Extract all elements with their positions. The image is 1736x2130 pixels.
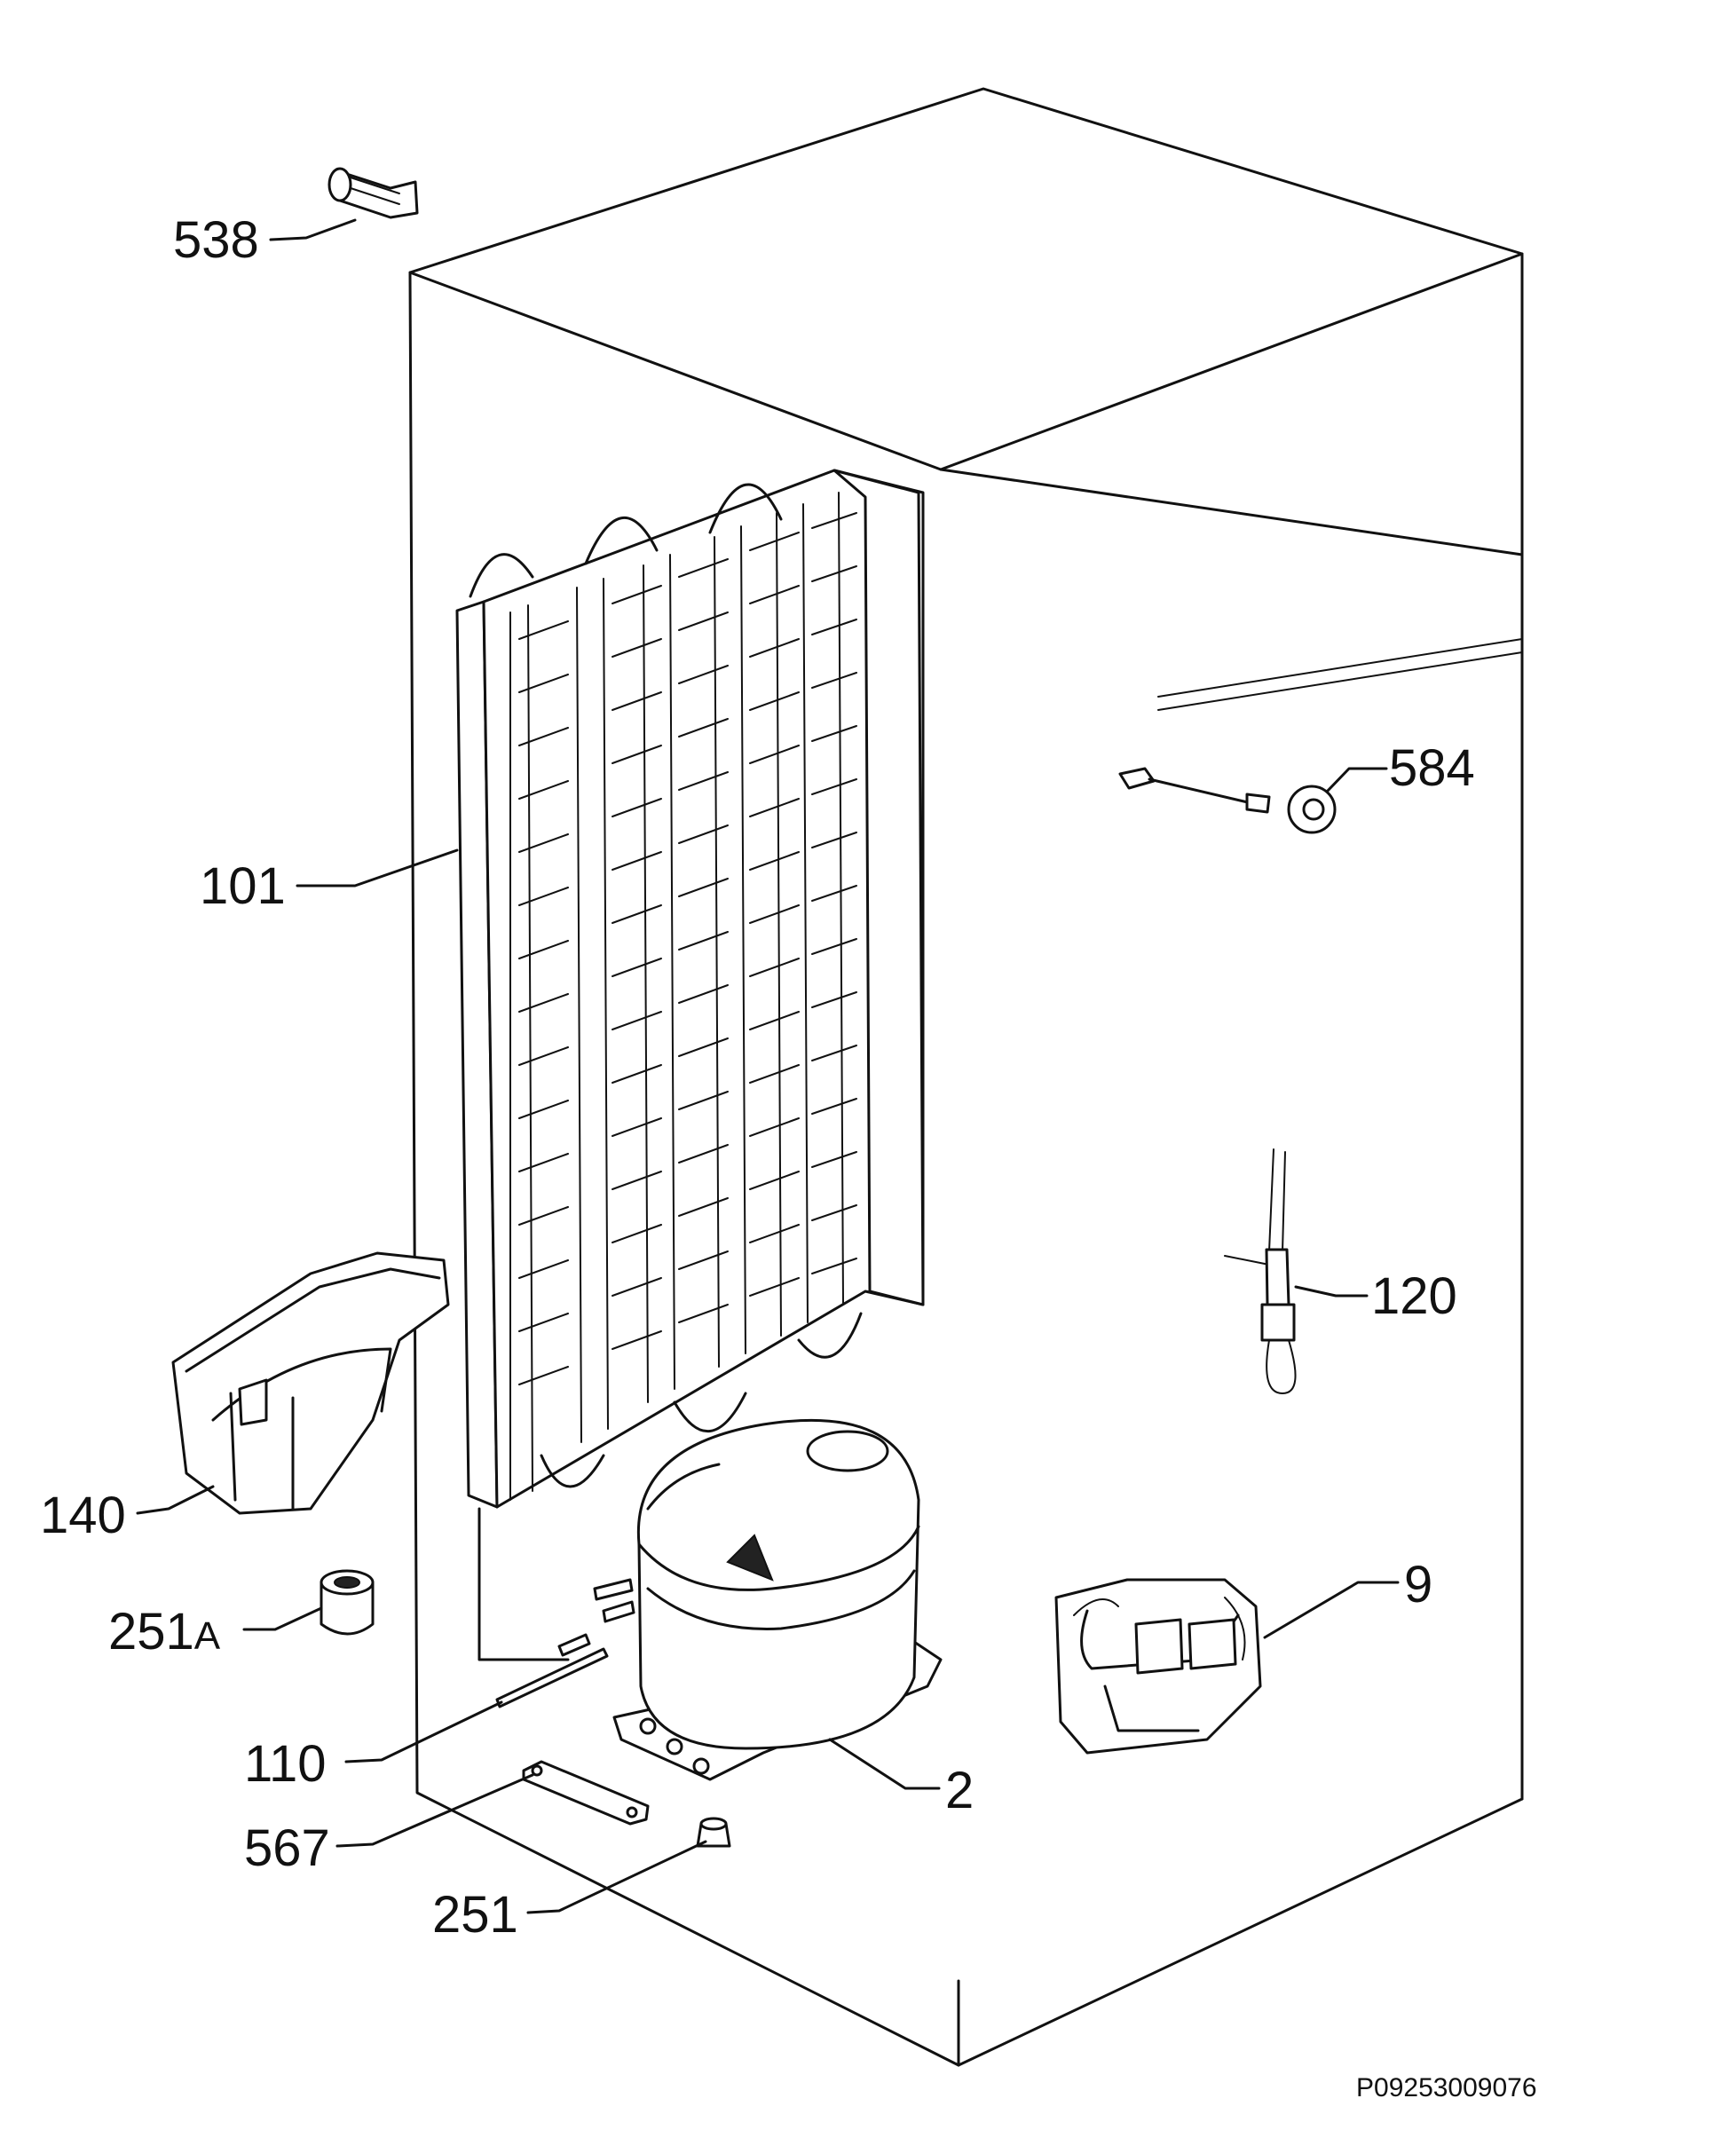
callout-9: 9 xyxy=(1404,1556,1432,1613)
leader-9 xyxy=(1263,1581,1400,1639)
leader-101 xyxy=(296,848,459,888)
reference-code: P09253009076 xyxy=(1356,2073,1537,2102)
part-584-sensor xyxy=(1118,767,1337,834)
part-2-compressor xyxy=(593,1418,943,1781)
leader-140 xyxy=(136,1485,215,1515)
cabinet-body xyxy=(408,87,1524,2067)
leader-538 xyxy=(269,218,357,241)
part-9-starter-relay xyxy=(1054,1578,1262,1755)
callout-538: 538 xyxy=(173,211,259,269)
leader-251 xyxy=(526,1840,707,1914)
leader-2 xyxy=(828,1738,941,1790)
leader-120 xyxy=(1294,1285,1369,1298)
leader-lines xyxy=(136,218,1400,1914)
leader-584 xyxy=(1325,767,1388,793)
callout-251a: 251A xyxy=(108,1603,221,1661)
callout-140: 140 xyxy=(40,1487,126,1544)
condenser-coil xyxy=(455,469,925,1661)
part-110-tube xyxy=(495,1633,609,1708)
part-251-foot xyxy=(696,1817,731,1848)
part-140-drip-tray xyxy=(171,1251,450,1515)
callout-110: 110 xyxy=(244,1735,326,1793)
callout-584: 584 xyxy=(1389,739,1475,797)
part-567-bracket xyxy=(522,1760,650,1826)
callout-120: 120 xyxy=(1371,1267,1457,1325)
callout-101: 101 xyxy=(200,857,286,915)
callout-251: 251 xyxy=(432,1886,518,1944)
leader-251a xyxy=(242,1606,323,1631)
part-538-hinge-pin xyxy=(327,167,419,219)
leader-110 xyxy=(344,1700,503,1763)
leader-567 xyxy=(335,1773,534,1848)
callout-2: 2 xyxy=(945,1762,974,1819)
part-251a-grommet xyxy=(320,1569,375,1636)
part-120-probe xyxy=(1224,1148,1297,1395)
callout-labels: 538 584 101 120 140 251A 9 110 2 567 251 xyxy=(40,211,1475,1944)
callout-567: 567 xyxy=(244,1819,330,1877)
